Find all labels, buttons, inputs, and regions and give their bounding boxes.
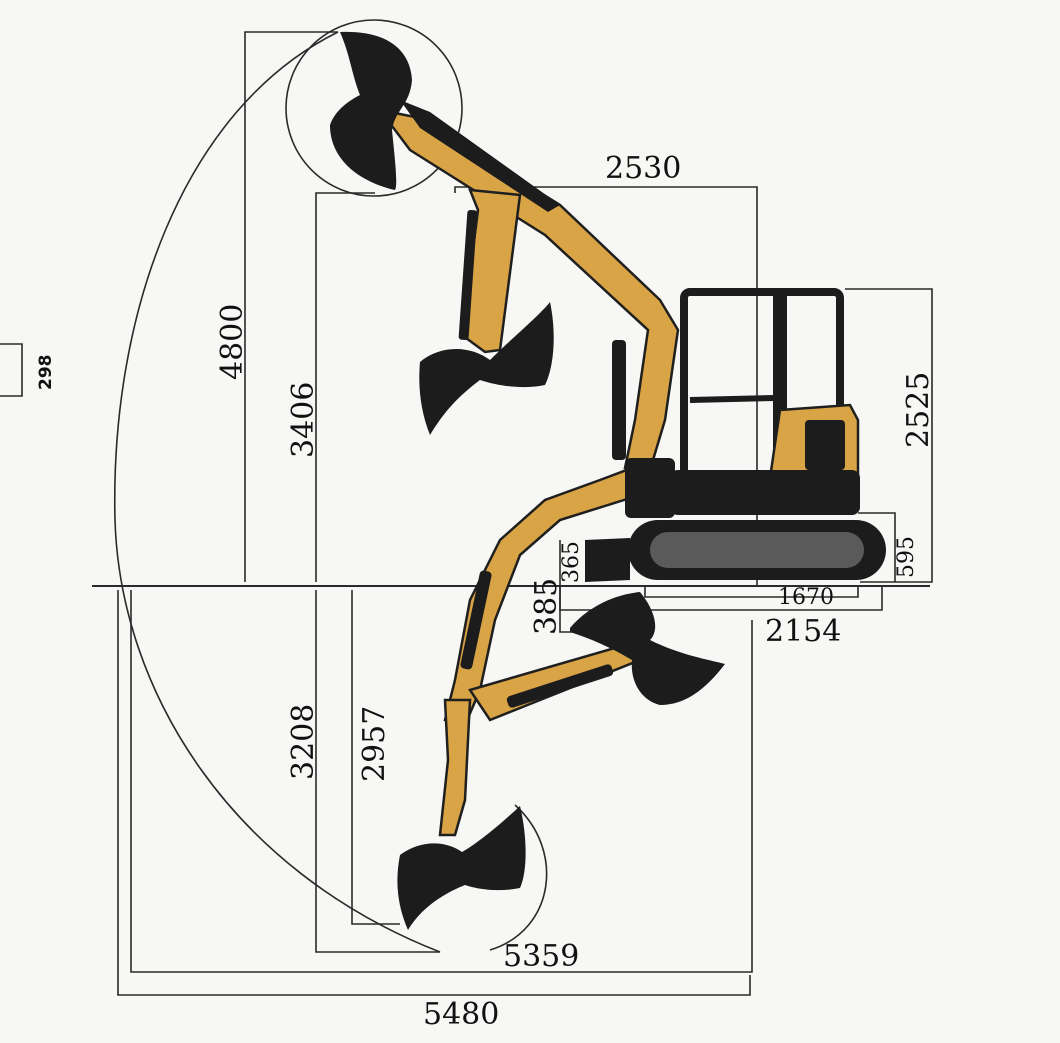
label-dig-height: 4800 xyxy=(215,304,250,380)
bottom-bucket-arc xyxy=(489,804,548,951)
label-wall-depth: 2957 xyxy=(357,706,392,782)
label-tail-radius: 2530 xyxy=(605,151,681,186)
dig-depth-line xyxy=(315,590,440,953)
tail-radius-box xyxy=(454,186,758,586)
mid-bucket-icon xyxy=(419,302,554,435)
cab-rail xyxy=(689,395,776,403)
ground-bucket-icon xyxy=(570,592,725,705)
dig-height-line xyxy=(244,31,338,582)
label-dump-height: 3406 xyxy=(286,382,321,458)
top-bucket-circle xyxy=(285,19,463,197)
upper-structure xyxy=(670,470,860,515)
lowered-cylinder xyxy=(460,570,492,670)
label-blade-drop: 385 xyxy=(529,578,564,635)
label-side-value: 298 xyxy=(36,355,56,391)
engine-grille xyxy=(805,420,845,470)
label-clearance: 595 xyxy=(894,536,919,578)
lowered-arm xyxy=(438,698,472,837)
label-dig-depth: 3208 xyxy=(286,704,321,780)
excavator-lower-position xyxy=(397,463,725,930)
clearance-line xyxy=(858,512,896,582)
dump-height-line xyxy=(315,192,375,582)
track-inner xyxy=(650,532,864,568)
label-undercarriage-length: 2154 xyxy=(765,614,841,649)
arm-cylinder xyxy=(458,210,478,340)
overall-height-line xyxy=(845,288,933,583)
raised-arm xyxy=(460,188,522,354)
excavator-body xyxy=(585,288,886,582)
wall-depth-line xyxy=(351,590,400,925)
bottom-bucket-icon xyxy=(397,806,526,930)
dozer-blade xyxy=(585,538,630,582)
excavator-upper-position xyxy=(330,31,680,472)
label-blade-lift: 365 xyxy=(559,541,584,583)
boom-cylinder xyxy=(612,340,626,460)
dimension-lines xyxy=(0,19,933,996)
reach-arc xyxy=(113,31,441,953)
label-overall-height: 2525 xyxy=(901,372,936,448)
dimension-labels: 4800 3406 2530 2525 595 365 385 1670 215… xyxy=(36,151,936,1032)
top-bucket-icon xyxy=(330,31,412,191)
max-reach-line xyxy=(117,590,751,996)
label-ground-reach: 5359 xyxy=(503,939,579,974)
track-length-line xyxy=(644,586,859,598)
horizontal-cylinder xyxy=(506,664,614,708)
label-track-length: 1670 xyxy=(778,585,834,610)
raised-cylinder-top xyxy=(400,100,560,212)
boom-swing-post xyxy=(625,458,675,518)
side-mark xyxy=(0,343,23,397)
ground-reach-line xyxy=(130,590,753,973)
label-max-reach: 5480 xyxy=(423,997,499,1032)
